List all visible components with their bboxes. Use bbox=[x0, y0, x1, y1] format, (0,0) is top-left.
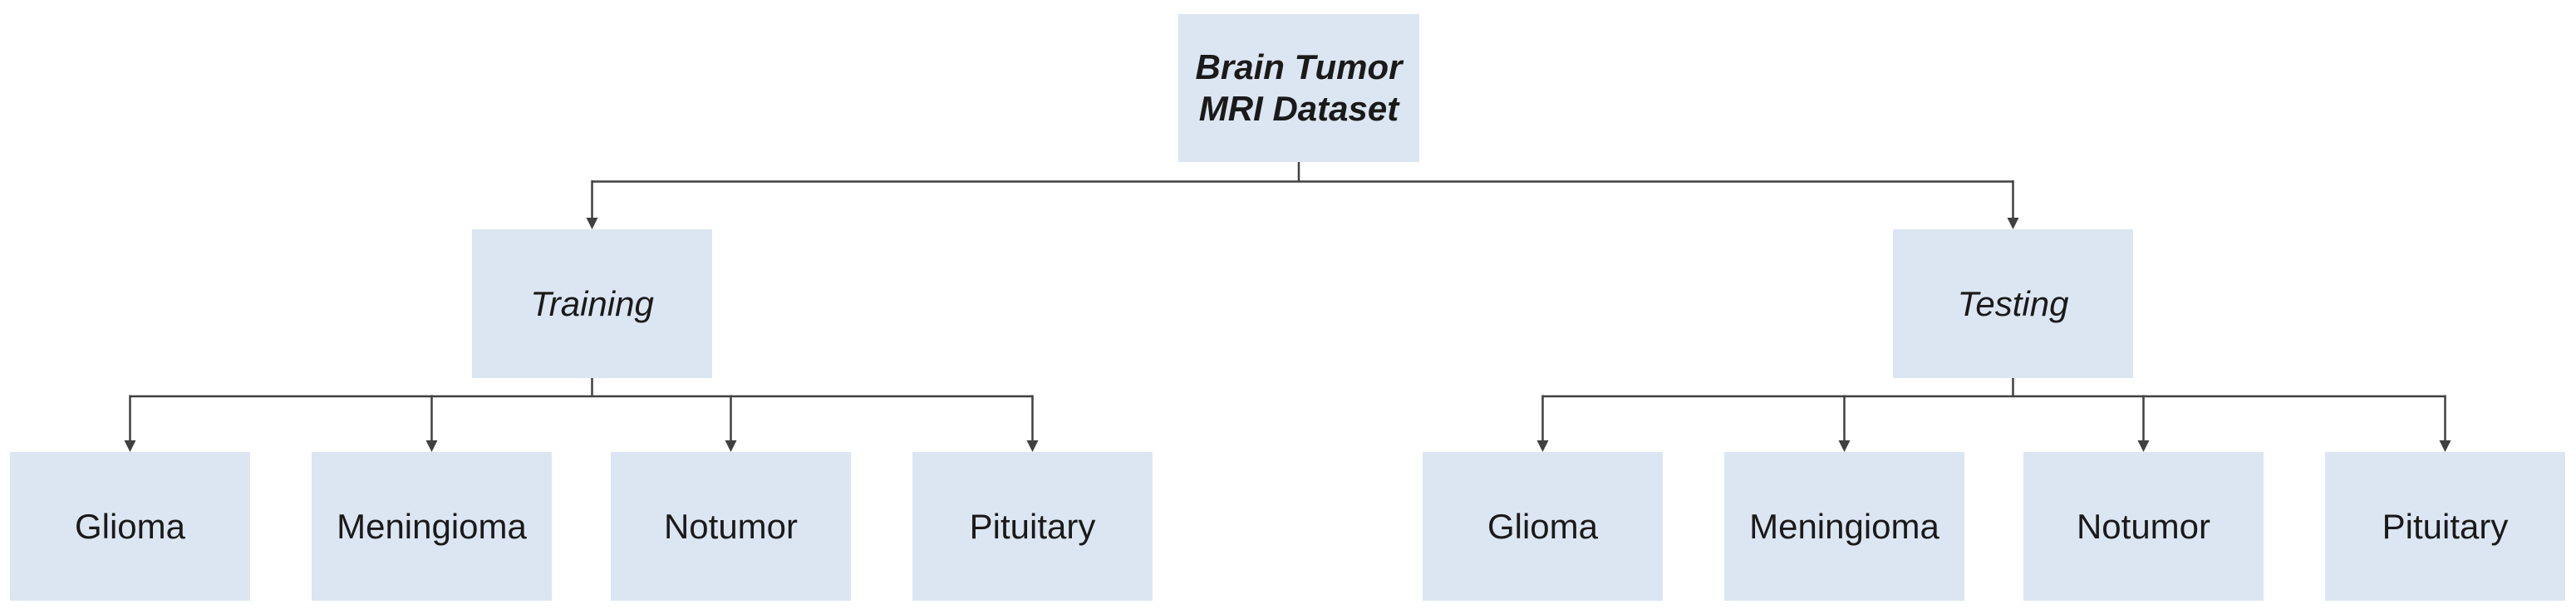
arrowhead-training-pituitary bbox=[1026, 440, 1039, 452]
node-training: Training bbox=[472, 229, 712, 378]
root-label-line1: Brain Tumor bbox=[1195, 47, 1403, 87]
node-testing-notumor: Notumor bbox=[2023, 452, 2264, 601]
arrowhead-testing-notumor bbox=[2137, 440, 2150, 452]
node-training-glioma: Glioma bbox=[10, 452, 250, 601]
node-testing-meningioma: Meningioma bbox=[1724, 452, 1964, 601]
node-testing-notumor-label: Notumor bbox=[2076, 506, 2211, 546]
arrowhead-testing-glioma bbox=[1536, 440, 1549, 452]
arrowhead-training-notumor bbox=[725, 440, 737, 452]
arrowhead-testing bbox=[2007, 218, 2019, 229]
node-training-notumor: Notumor bbox=[611, 452, 851, 601]
node-testing-glioma: Glioma bbox=[1423, 452, 1663, 601]
root-label-line2: MRI Dataset bbox=[1198, 89, 1399, 128]
arrowhead-training bbox=[586, 218, 598, 229]
root-connectors bbox=[586, 162, 2019, 229]
testing-connectors bbox=[1536, 378, 2451, 452]
node-training-meningioma: Meningioma bbox=[312, 452, 552, 601]
node-training-meningioma-label: Meningioma bbox=[337, 506, 527, 546]
node-training-pituitary: Pituitary bbox=[912, 452, 1153, 601]
node-testing-meningioma-label: Meningioma bbox=[1749, 506, 1939, 546]
arrowhead-testing-meningioma bbox=[1838, 440, 1851, 452]
arrowhead-training-meningioma bbox=[425, 440, 438, 452]
arrowhead-training-glioma bbox=[124, 440, 136, 452]
node-testing-pituitary-label: Pituitary bbox=[2382, 506, 2509, 546]
node-training-label: Training bbox=[530, 283, 654, 323]
arrowhead-testing-pituitary bbox=[2439, 440, 2451, 452]
node-testing-pituitary: Pituitary bbox=[2325, 452, 2565, 601]
node-training-notumor-label: Notumor bbox=[663, 506, 799, 546]
node-testing-label: Testing bbox=[1957, 283, 2069, 323]
node-root-brain-tumor-mri-dataset: Brain Tumor MRI Dataset bbox=[1178, 14, 1419, 162]
node-training-glioma-label: Glioma bbox=[74, 506, 186, 546]
node-training-pituitary-label: Pituitary bbox=[969, 506, 1096, 546]
training-connectors bbox=[124, 378, 1039, 452]
node-testing-glioma-label: Glioma bbox=[1487, 506, 1599, 546]
node-testing: Testing bbox=[1893, 229, 2133, 378]
node-root-label: Brain Tumor MRI Dataset bbox=[1196, 47, 1403, 129]
